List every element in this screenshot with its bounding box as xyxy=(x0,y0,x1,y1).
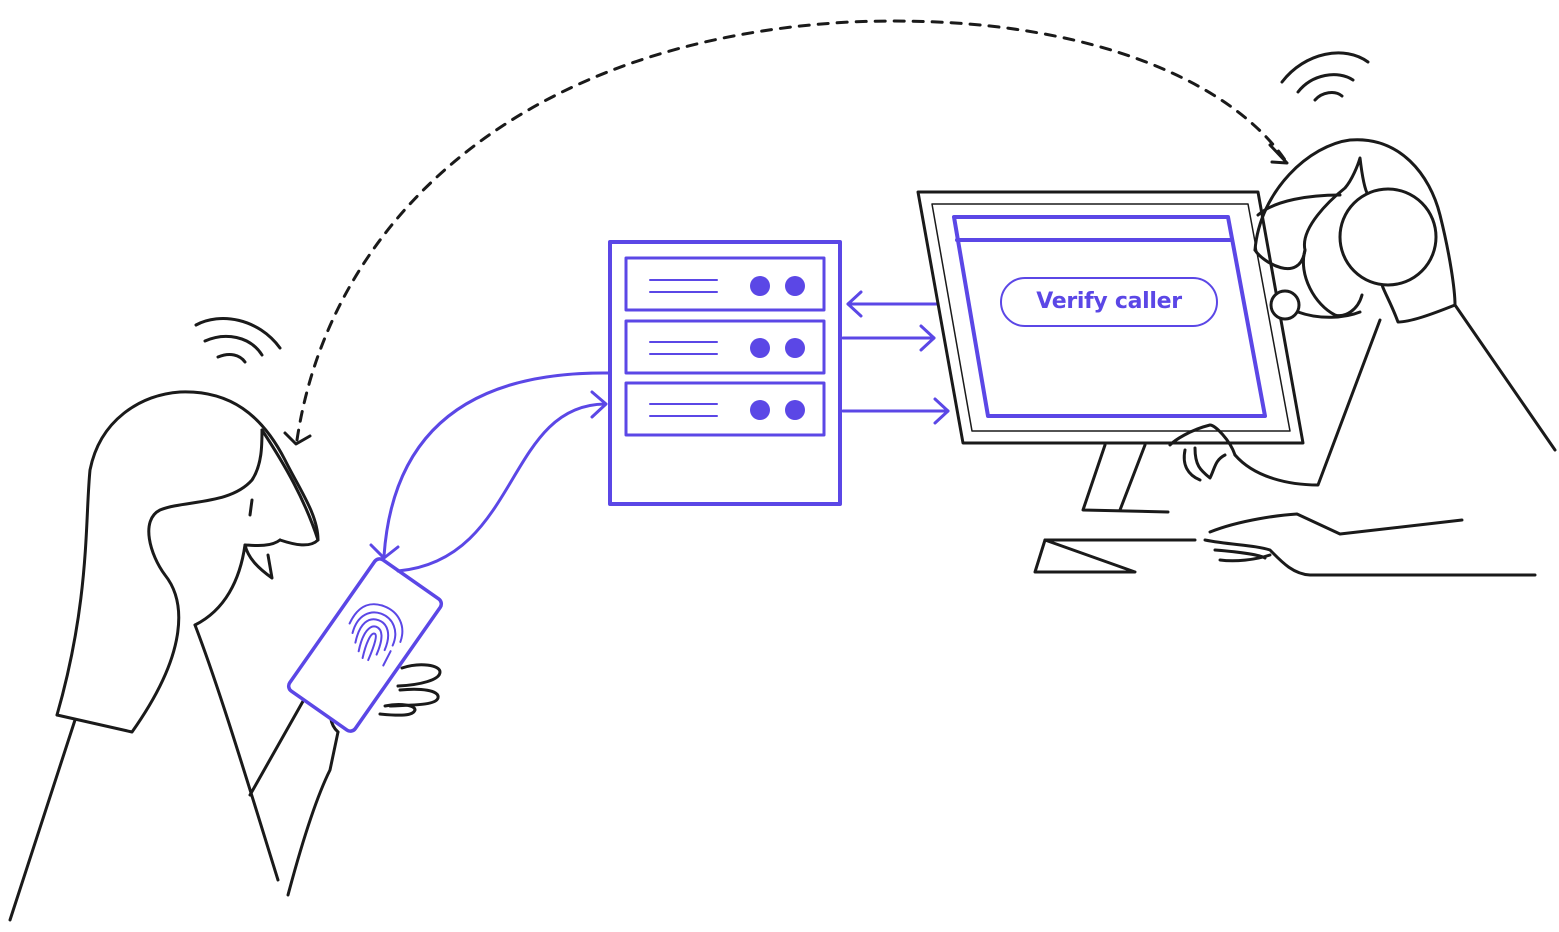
arc-arrowhead-agent xyxy=(1268,143,1289,165)
fingerprint-icon xyxy=(348,603,404,667)
call-connection-arc xyxy=(283,19,1289,446)
desk-keyboard xyxy=(1033,538,1197,574)
arrowhead-to-screen-1 xyxy=(919,324,936,352)
server-rack xyxy=(608,240,842,506)
server-unit-2 xyxy=(624,319,826,375)
verify-caller-button[interactable]: Verify caller xyxy=(1000,277,1218,327)
arc-arrowhead-caller xyxy=(283,431,312,446)
sound-waves-caller-icon xyxy=(194,317,282,364)
agent-person xyxy=(1168,138,1557,577)
sound-waves-agent-icon xyxy=(1280,51,1370,102)
arrowhead-to-server-from-screen xyxy=(846,290,863,318)
phone-device xyxy=(286,557,444,733)
arrowhead-to-server xyxy=(590,390,608,419)
server-unit-3 xyxy=(624,381,826,437)
server-unit-1 xyxy=(624,256,826,312)
arrowhead-to-phone xyxy=(369,543,400,560)
arrowhead-to-screen-2 xyxy=(933,397,950,425)
phone-server-connectors xyxy=(369,371,610,573)
